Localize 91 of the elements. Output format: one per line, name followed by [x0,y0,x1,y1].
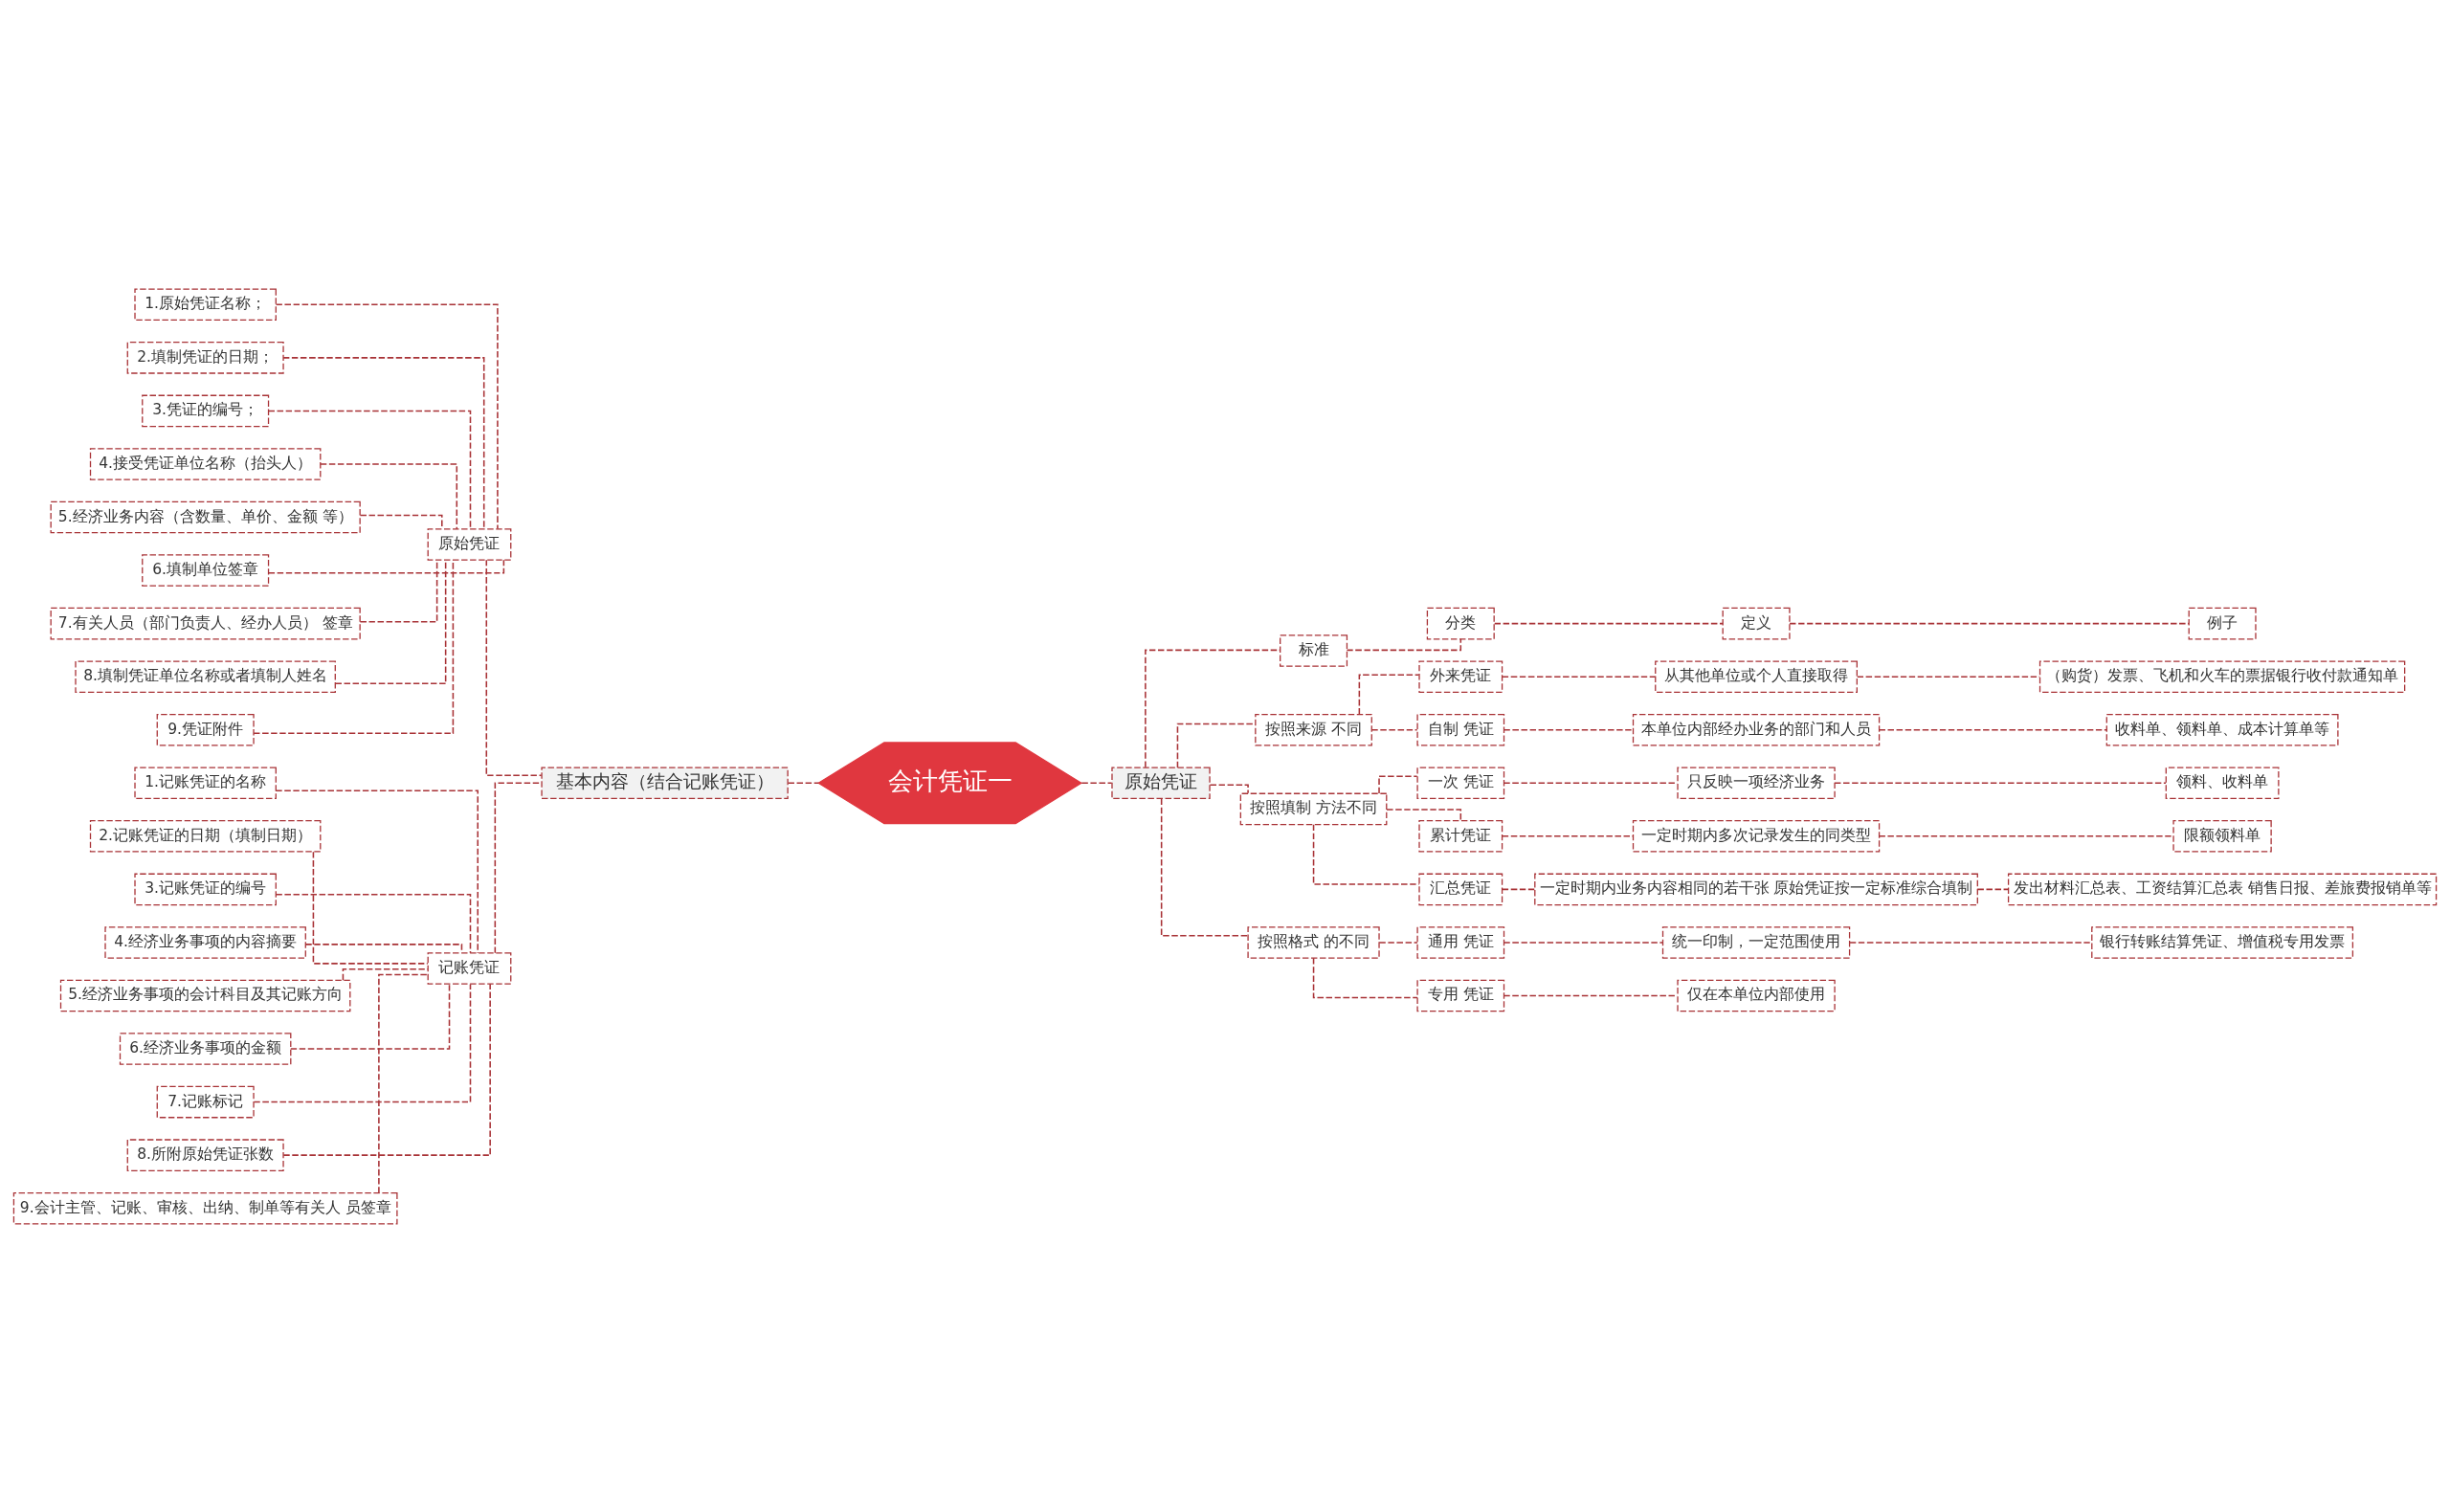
node-box: 收料单、领料单、成本计算单等 [2105,713,2339,745]
node-box: 4.接受凭证单位名称（抬头人） [89,447,322,480]
connector [267,410,472,529]
connector [1358,673,1420,715]
node-box: 限额领料单 [2172,819,2272,853]
node-box: 银行转账结算凭证、增值税专用发票 [2091,925,2354,959]
node-box: 汇总凭证 [1418,873,1503,905]
connector [485,558,543,776]
node-box: 按照填制 方法不同 [1239,792,1388,825]
node-box: 例子 [2188,607,2257,639]
node-box: 2.填制凭证的日期； [126,341,284,374]
connector [378,973,429,1193]
node-box: 原始凭证 [1111,767,1211,799]
connector [1160,797,1249,937]
node-box: 只反映一项经济业务 [1677,767,1836,799]
node-box: 从其他单位或个人直接取得 [1655,659,1858,693]
connector [304,943,463,953]
connector [1503,994,1679,996]
node-box: 统一印制，一定范围使用 [1661,925,1851,959]
connector [1386,808,1462,821]
connector [1878,728,2107,730]
connector [1209,783,1249,793]
connector [1503,728,1634,730]
connector [320,462,458,530]
connector [1080,782,1113,784]
connector [1976,888,2010,890]
node-box: 4.经济业务事项的内容摘要 [104,925,306,959]
node-box: 3.凭证的编号； [142,394,270,427]
node-box: 自制 凭证 [1416,713,1505,745]
connector [1503,782,1679,784]
node-box: 按照来源 不同 [1255,713,1372,745]
node-box: 5.经济业务内容（含数量、单价、金额 等） [50,500,361,533]
connector [1312,823,1420,885]
connector [268,558,505,573]
node-box: 累计凭证 [1418,819,1503,853]
node-box: 基本内容（结合记账凭证） [541,767,789,799]
node-box: 7.有关人员（部门负责人、经办人员） 签章 [50,607,361,639]
connector [359,514,443,529]
connector [1493,622,1724,624]
node-box: 定义 [1722,607,1791,639]
node-box: 7.记账标记 [156,1085,255,1118]
node-box: 一定时期内业务内容相同的若干张 原始凭证按一定标准综合填制 [1534,873,1978,905]
connector [1378,941,1418,944]
node-box: 一次 凭证 [1416,767,1505,799]
connector [1834,782,2167,784]
node-box: 9.会计主管、记账、审核、出纳、制单等有关人 员签章 [12,1191,398,1224]
node-box: 一定时期内多次记录发生的同类型 [1632,819,1881,853]
node-box: 发出材料汇总表、工资结算汇总表 销售日报、差旅费报销单等 [2007,873,2438,905]
connector [312,850,429,965]
node-box: 标准 [1280,634,1348,667]
connector [1849,941,2093,944]
connector [1346,637,1462,651]
node-box: 原始凭证 [427,527,512,561]
node-box: 3.记账凭证的编号 [134,873,277,905]
connector [1312,956,1418,998]
connector [253,559,455,734]
node-box: 按照格式 的不同 [1247,925,1380,959]
node-box: 记账凭证 [427,951,512,985]
node-box: 通用 凭证 [1416,925,1505,959]
node-box: 本单位内部经办业务的部门和人员 [1632,713,1881,745]
connector [787,782,820,784]
node-box: 分类 [1426,607,1495,639]
connector [1370,728,1418,730]
node-box: 领料、收料单 [2165,767,2280,799]
node-box: 外来凭证 [1418,659,1503,693]
connector [1503,941,1664,944]
node-box: 专用 凭证 [1416,979,1505,1012]
node-box: 仅在本单位内部使用 [1677,979,1836,1012]
connector [1378,774,1418,794]
connector [1502,675,1657,678]
connector [290,982,451,1050]
connector [1878,834,2174,837]
connector [342,967,429,981]
node-box: 6.经济业务事项的金额 [119,1032,292,1065]
connector [1502,888,1536,890]
node-box: 1.原始凭证名称； [134,288,277,321]
node-box: （购货）发票、飞机和火车的票据银行收付款通知单 [2038,659,2406,693]
node-box: 5.经济业务事项的会计科目及其记账方向 [59,979,351,1012]
connector [275,893,472,953]
node-box: 8.所附原始凭证张数 [126,1138,284,1171]
node-box: 2.记账凭证的日期（填制日期） [89,819,322,853]
connector [282,356,485,529]
node-box: 9.凭证附件 [156,713,255,745]
node-box: 8.填制凭证单位名称或者填制人姓名 [75,659,336,693]
connector [282,983,491,1156]
connector [253,983,472,1102]
connector [275,303,499,529]
connector [1789,622,2190,624]
node-box: 1.记账凭证的名称 [134,767,277,799]
node-box: 6.填制单位签章 [142,553,270,587]
connector [275,789,479,954]
